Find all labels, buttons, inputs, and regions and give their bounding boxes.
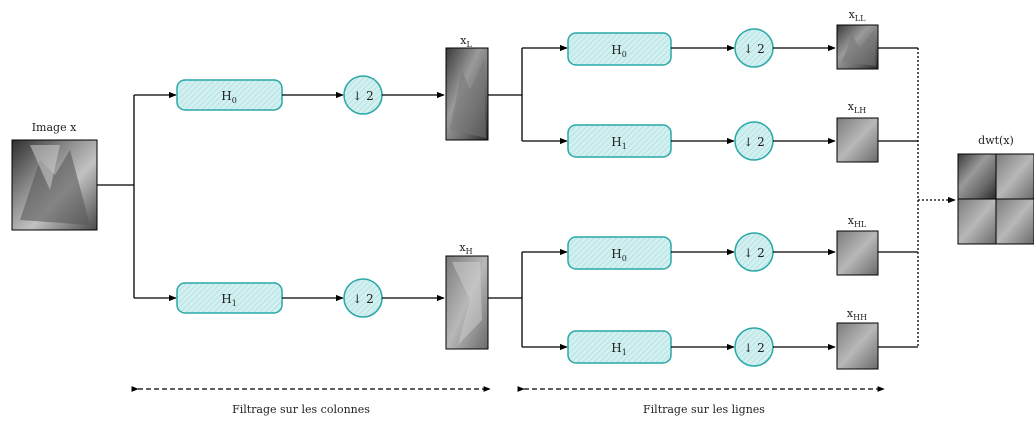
downsample-columns-top: ↓ 2 [343,75,383,115]
downsample-columns-bottom: ↓ 2 [343,278,383,318]
output-label: dwt(x) [978,134,1014,147]
filter-h0-rows-top: H0 [567,32,672,66]
svg-text:↓ 2: ↓ 2 [352,89,374,103]
xlh-image [836,117,879,163]
rows-caption: Filtrage sur les lignes [643,403,765,416]
svg-text:↓ 2: ↓ 2 [743,42,765,56]
xh-image [445,255,489,350]
output-connectors [878,47,956,348]
svg-text:↓ 2: ↓ 2 [743,135,765,149]
svg-text:↓ 2: ↓ 2 [743,341,765,355]
svg-text:↓ 2: ↓ 2 [352,292,374,306]
svg-text:H1: H1 [611,135,627,151]
downsample-ll: ↓ 2 [734,28,774,68]
xhl-label: xHL [848,214,867,229]
stage2-connectors [488,44,568,351]
xl-label: xL [460,34,472,49]
xhl-image [836,230,879,276]
xhh-image [836,322,879,370]
xhh-label: xHH [847,307,867,322]
filter-h0-rows-bottom: H0 [567,236,672,270]
xll-image [836,24,879,70]
svg-text:H1: H1 [221,292,237,308]
svg-text:H0: H0 [221,89,237,105]
filter-h1-rows-bottom: H1 [567,330,672,364]
filter-h0-columns: H0 [176,79,283,111]
input-connectors [97,91,177,302]
downsample-lh: ↓ 2 [734,121,774,161]
columns-caption: Filtrage sur les colonnes [232,403,370,416]
downsample-hl: ↓ 2 [734,232,774,272]
output-image [957,153,1034,245]
svg-text:H0: H0 [611,43,627,59]
svg-text:H1: H1 [611,341,627,357]
downsample-hh: ↓ 2 [734,327,774,367]
svg-text:↓ 2: ↓ 2 [743,246,765,260]
filter-h1-rows-top: H1 [567,124,672,158]
filter-h1-columns: H1 [176,282,283,314]
xh-label: xH [459,241,472,256]
input-image [11,139,98,231]
input-label: Image x [32,121,77,134]
svg-text:H0: H0 [611,247,627,263]
xl-image [445,47,489,141]
xll-label: xLL [849,8,867,23]
xlh-label: xLH [848,100,867,115]
